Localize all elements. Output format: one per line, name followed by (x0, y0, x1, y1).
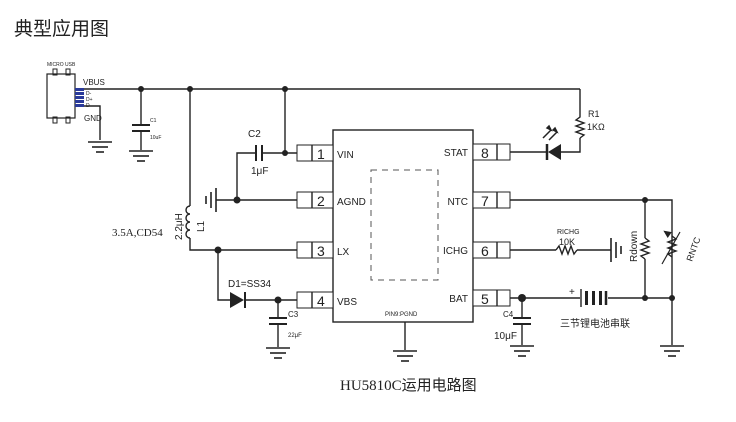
ic-left_pins-0-num-text: 1 (317, 146, 325, 162)
diode-d1: D1=SS34 (217, 250, 297, 308)
diode-label-text: D1=SS34 (228, 279, 272, 290)
ic-left_pins-3-name-text: VBS (337, 297, 357, 308)
ic-right_pins-1-num-text: 7 (481, 193, 489, 209)
ic-left_pins-3-num-text: 4 (317, 293, 325, 309)
ic-left_pins-1-num-text: 2 (317, 193, 325, 209)
capacitor-c2: C2 1μF (236, 129, 285, 200)
ground-icon (87, 141, 113, 153)
pin-3: 3 LX (296, 241, 350, 259)
capacitor-c3: C3 22μF (265, 300, 302, 359)
ground-icon (659, 345, 685, 357)
led-r1: R1 1KΩ (510, 89, 605, 160)
ic-left_pins-2-name-text: LX (337, 247, 350, 258)
richg-name-text: RICHG (557, 229, 580, 236)
capacitor-c4: C4 10μF (494, 298, 535, 357)
pin-5: 5 BAT (449, 289, 511, 307)
ic-right_pins-3-num-text: 5 (481, 291, 489, 307)
c1-value-text: 10uF (150, 135, 161, 141)
ic-left_pins-2-num-text: 3 (317, 243, 325, 259)
pin-2: 2 AGND (296, 191, 366, 209)
inductor-value-text: 2.2μH (174, 213, 185, 240)
pin9-label: PIN9:PGND (385, 312, 418, 318)
ic-right_pins-2-name-text: ICHG (443, 246, 468, 257)
ic-right_pins-3-name-text: BAT (449, 294, 468, 305)
c4-value-text: 10μF (494, 331, 517, 342)
ic-hu5810c: PIN9:PGND 1 VIN 2 AGND 3 LX 4 VBS 8 STAT 7 NTC… (296, 129, 511, 362)
r1-value-text: 1KΩ (587, 122, 605, 132)
pin-7: 7 NTC (447, 191, 511, 209)
battery-plus-text: + (569, 287, 575, 298)
c4-name-text: C4 (503, 310, 514, 319)
richg-value-text: 10K (559, 237, 575, 247)
c1-name-text: C1 (150, 118, 157, 124)
c2-name-text: C2 (248, 129, 261, 140)
inductor-name-text: L1 (196, 220, 207, 232)
resistor-rdown: Rdown (629, 200, 651, 298)
pin-4: 4 VBS (296, 291, 357, 309)
battery-label: 三节锂电池串联 (560, 317, 630, 330)
rdown-name-text: Rdown (629, 231, 640, 262)
page-title: 典型应用图 (14, 18, 110, 40)
c3-name-text: C3 (288, 310, 299, 319)
vbus-label: VBUS (83, 78, 105, 87)
usb-label: MICRO USB (47, 62, 76, 68)
resistor-richg: RICHG 10K (510, 229, 622, 263)
c3-value-text: 22μF (288, 333, 302, 339)
thermistor-rntc: RNTC (661, 230, 703, 265)
ic-right_pins-0-name-text: STAT (444, 148, 468, 159)
ic-right_pins-0-num-text: 8 (481, 145, 489, 161)
battery: + 三节锂电池串联 (560, 287, 645, 330)
ic-right_pins-1-name-text: NTC (447, 197, 468, 208)
ic-right_pins-2-num-text: 6 (481, 243, 489, 259)
ic-left_pins-0-name-text: VIN (337, 150, 354, 161)
rntc-name-text: RNTC (684, 235, 702, 262)
inductor-l1: 2.2μH L1 3.5A,CD54 (112, 89, 297, 251)
gnd-label: GND (84, 114, 102, 123)
dminus-label: D- (86, 91, 92, 97)
caption: HU5810C运用电路图 (340, 377, 477, 394)
micro-usb-connector: MICRO USB VBUS D- D+ D GND (46, 62, 105, 124)
ic-left_pins-1-name-text: AGND (337, 197, 366, 208)
inductor-spec: 3.5A,CD54 (112, 227, 163, 239)
capacitor-c1: C1 10uF (128, 89, 161, 162)
r1-name-text: R1 (588, 109, 600, 119)
dplus-label: D+ (86, 97, 93, 103)
ground-icon (205, 187, 217, 213)
pin-1: 1 VIN (296, 144, 354, 162)
c2-value-text: 1μF (251, 166, 268, 177)
